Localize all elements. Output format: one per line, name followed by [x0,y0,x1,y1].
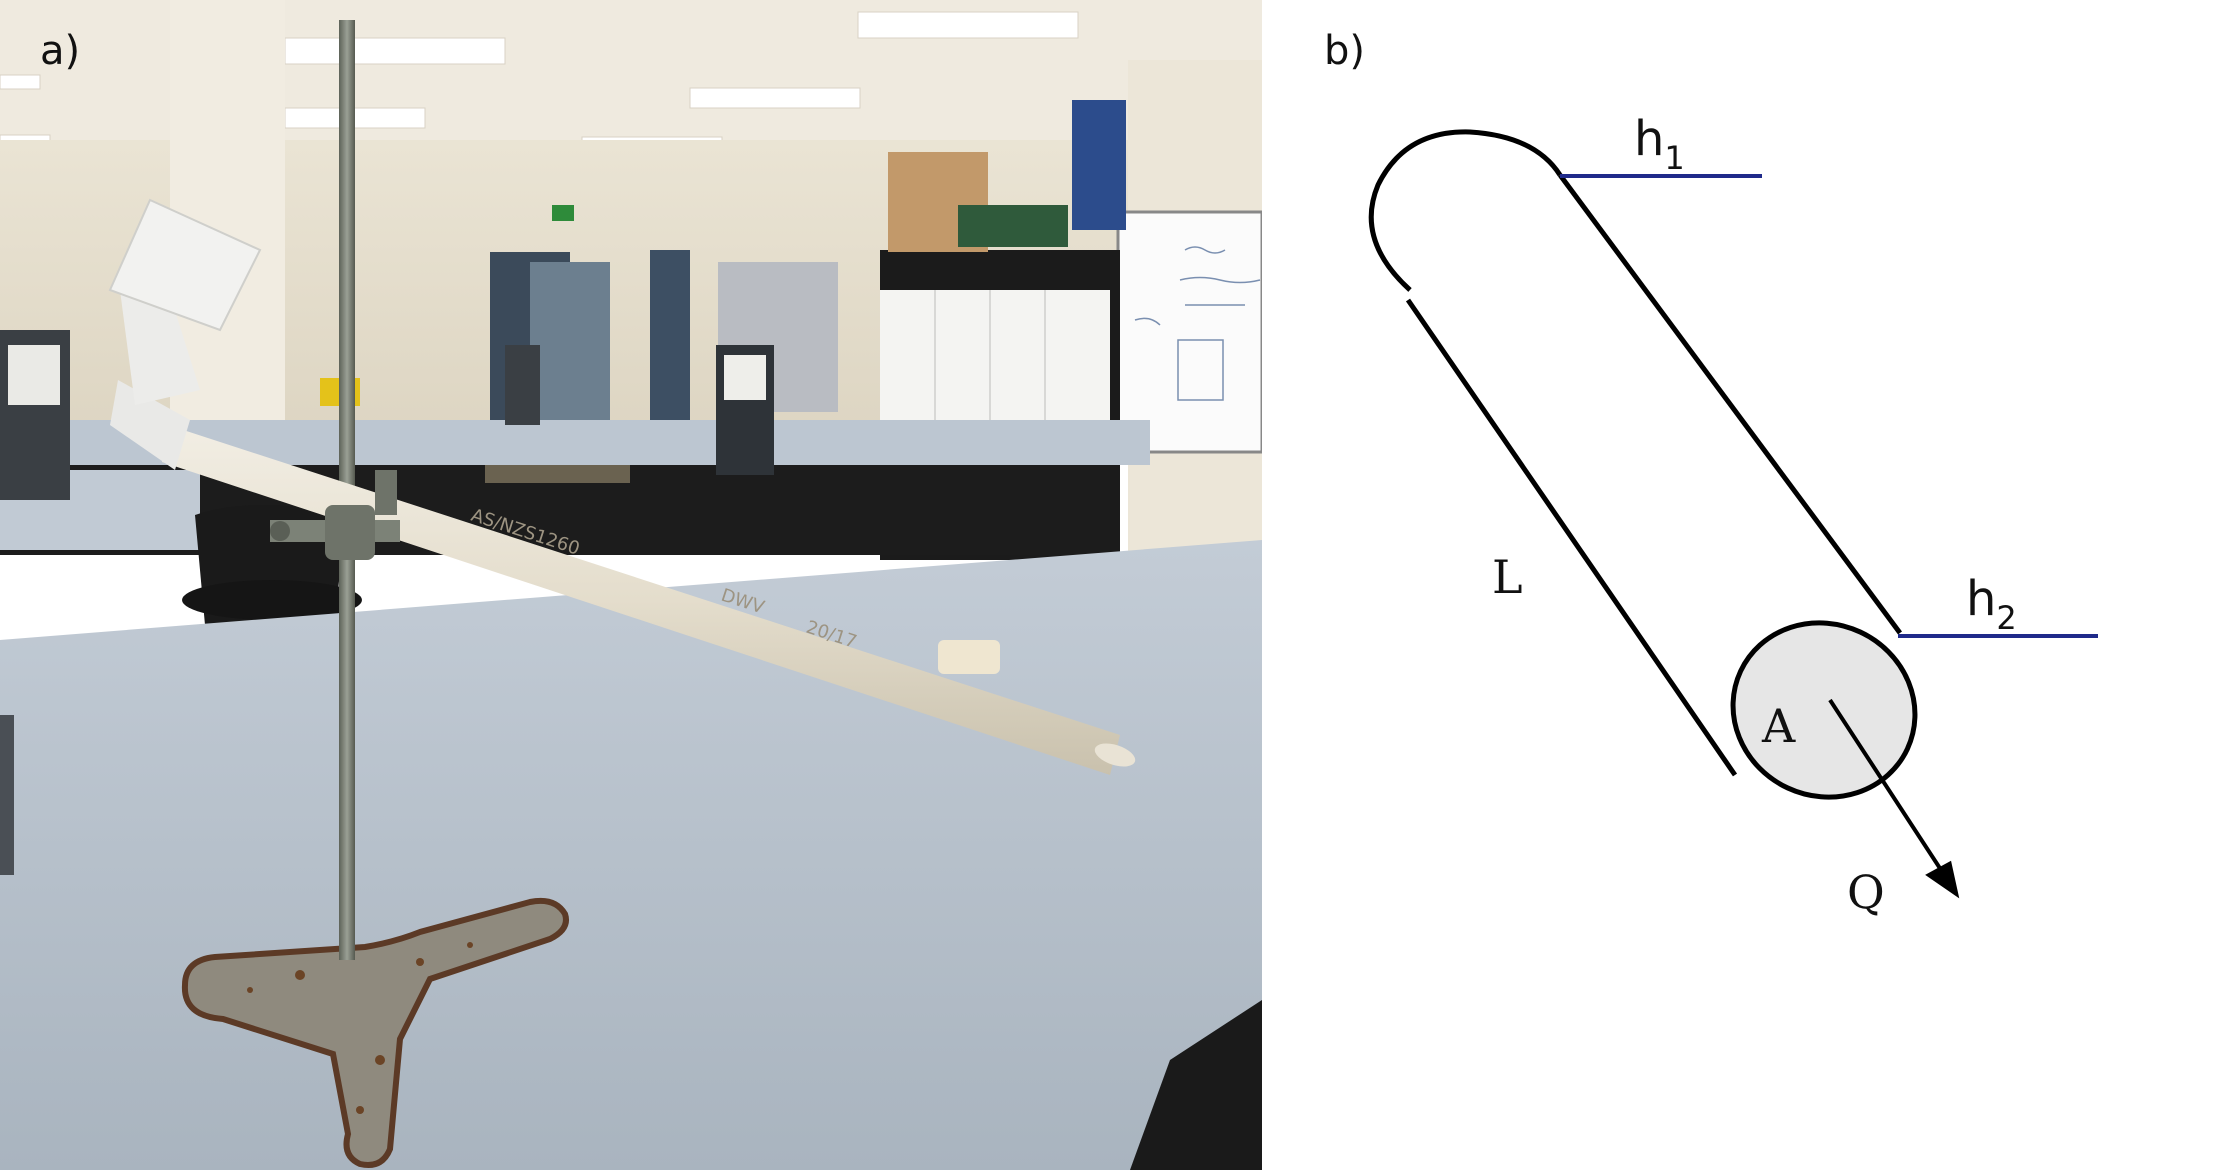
pipe-lower-edge [1405,298,1738,777]
pipe-upper-edge [1557,173,1903,635]
flow-label: Q [1847,865,1885,919]
whiteboard [1116,210,1262,454]
bench-edge [0,715,14,875]
whiteboard-writing [1134,246,1261,401]
door-right [650,250,690,420]
pipe-diagram-panel: b) h1 h2 L A Q [1262,0,2214,1170]
area-label: A [1761,699,1796,753]
pipe-end-face [1730,620,1918,800]
door-opening [530,262,610,422]
length-label: L [1492,550,1523,604]
pipe-top-end [1368,129,1563,292]
fixture [505,345,540,425]
lab-photo: AS/NZS1260 DWV 20/17 [0,0,1262,1170]
flow-arrow-shaft [1828,698,1947,878]
panel-label-b: b) [1324,28,1365,74]
pipe-diagram: h1 h2 L A Q [1368,111,2098,919]
h2-label: h2 [1966,571,2017,637]
lab-photo-panel: AS/NZS1260 DWV 20/17 a) [0,0,1262,1170]
front-bench-top [0,540,1262,1170]
cabinet-doors [880,290,1110,440]
flow-arrow-head [1925,860,1960,899]
h1-label: h1 [1634,111,1685,177]
tray [485,465,630,483]
green-bag [958,205,1068,247]
exit-sign [552,205,574,221]
panel-label-a: a) [40,28,81,74]
retort-stand-base [181,897,569,1168]
microscope-box [1072,100,1126,230]
bench-drawer [1130,1000,1262,1170]
sample-pack [938,640,1000,674]
clamp [270,470,400,560]
